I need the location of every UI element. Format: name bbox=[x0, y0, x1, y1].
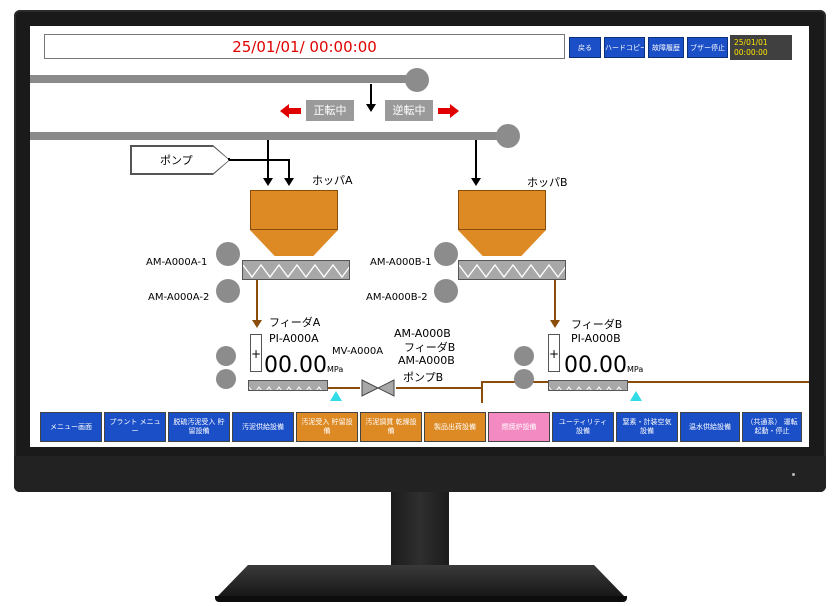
pressure-b-unit: MPa bbox=[626, 365, 644, 374]
hopper-b-cone bbox=[458, 230, 546, 256]
scada-screen: 25/01/01/ 00:00:00 戻る ハードコピー 故障履歴 ブザー停止 … bbox=[30, 26, 809, 447]
reverse-status[interactable]: 逆転中 bbox=[385, 100, 433, 121]
motor-a3-icon[interactable] bbox=[216, 346, 236, 366]
pipe-main-right bbox=[481, 381, 809, 383]
valve-icon[interactable] bbox=[360, 378, 396, 398]
monitor-neck bbox=[391, 492, 449, 574]
pump-label[interactable]: ポンプ bbox=[131, 146, 229, 174]
hopper-b[interactable] bbox=[458, 190, 546, 230]
motor-a2-icon[interactable] bbox=[216, 279, 240, 303]
nav-nitrogen-air[interactable]: 窒素・計装空気 設備 bbox=[616, 412, 678, 442]
monitor-stand-edge bbox=[215, 596, 627, 602]
nav-utility[interactable]: ユーティリティ 設備 bbox=[552, 412, 614, 442]
feeder-a-lower-screw[interactable] bbox=[248, 380, 328, 391]
nav-sludge-receiving[interactable]: 汚泥受入 貯留設備 bbox=[296, 412, 358, 442]
flow-indicator-b-icon bbox=[630, 391, 642, 401]
power-led-icon bbox=[792, 473, 795, 476]
am-b-top-label: AM-A000B bbox=[394, 327, 451, 340]
pressure-b-readout: 00.00MPa bbox=[564, 353, 643, 378]
nav-common-operation[interactable]: （共通系） 運転 起動・停止 bbox=[742, 412, 802, 442]
motor-a2-label: AM-A000A-2 bbox=[148, 292, 210, 303]
upper-conveyor bbox=[30, 75, 408, 83]
nav-product-shipping[interactable]: 製品出荷設備 bbox=[424, 412, 486, 442]
hopper-a-cone bbox=[250, 230, 338, 256]
forward-status[interactable]: 正転中 bbox=[306, 100, 354, 121]
feed-line-a2 bbox=[288, 159, 290, 180]
feeder-b-mid-label: フィーダB bbox=[404, 341, 456, 354]
feeder-b-drop-arrow-icon bbox=[550, 320, 560, 328]
pressure-a-unit: MPa bbox=[326, 365, 344, 374]
diverter-line bbox=[370, 84, 372, 106]
nav-furnace[interactable]: 燃焼炉設備 bbox=[488, 412, 550, 442]
feeder-a-drop-arrow-icon bbox=[252, 320, 262, 328]
pi-b-gauge[interactable]: + bbox=[548, 334, 560, 372]
hopper-b-label: ホッパB bbox=[527, 176, 568, 189]
hopper-a[interactable] bbox=[250, 190, 338, 230]
feeder-b-screw[interactable] bbox=[458, 260, 566, 280]
am-b-bottom-label: AM-A000B bbox=[398, 354, 455, 367]
feeder-b-drop-line bbox=[554, 280, 556, 322]
pressure-b-value: 00.00 bbox=[564, 353, 627, 378]
motor-b2-icon[interactable] bbox=[434, 279, 458, 303]
flow-indicator-a-icon bbox=[330, 391, 342, 401]
feed-line-b bbox=[475, 140, 477, 180]
forward-arrow-bar bbox=[289, 108, 301, 114]
diverter-arrow-icon bbox=[366, 104, 376, 112]
motor-a1-label: AM-A000A-1 bbox=[146, 257, 208, 268]
pipe-a-to-valve bbox=[328, 387, 360, 389]
hopper-a-label: ホッパA bbox=[312, 174, 353, 187]
nav-sludge-drying[interactable]: 汚泥調質 乾燥設備 bbox=[360, 412, 422, 442]
nav-hot-water[interactable]: 温水供給設備 bbox=[680, 412, 740, 442]
feed-arrow-b-icon bbox=[471, 178, 481, 186]
nav-desulf-sludge[interactable]: 脱硫汚泥受入 貯留設備 bbox=[168, 412, 230, 442]
pressure-a-value: 00.00 bbox=[264, 353, 327, 378]
back-button[interactable]: 戻る bbox=[569, 37, 601, 58]
feeder-b-lower-screw[interactable] bbox=[548, 380, 628, 391]
datetime-display: 25/01/01/ 00:00:00 bbox=[44, 34, 565, 59]
feeder-a-drop-line bbox=[256, 280, 258, 322]
hardcopy-button[interactable]: ハードコピー bbox=[604, 37, 645, 58]
reverse-arrow-icon bbox=[450, 104, 459, 118]
motor-b2-label: AM-A000B-2 bbox=[366, 292, 428, 303]
valve-label: MV-A000A bbox=[332, 346, 384, 357]
nav-sludge-supply[interactable]: 汚泥供給設備 bbox=[232, 412, 294, 442]
clock-date: 25/01/01 bbox=[734, 38, 768, 47]
pi-a-gauge[interactable]: + bbox=[250, 334, 262, 372]
pressure-a-readout: 00.00MPa bbox=[264, 353, 343, 378]
lower-conveyor-roller[interactable] bbox=[496, 124, 520, 148]
bottom-navigation: メニュー画面 プラント メニュー 脱硫汚泥受入 貯留設備 汚泥供給設備 汚泥受入… bbox=[40, 412, 802, 442]
fault-history-button[interactable]: 故障履歴 bbox=[648, 37, 684, 58]
motor-a1-icon[interactable] bbox=[216, 242, 240, 266]
feeder-b-label: フィーダB bbox=[571, 318, 623, 331]
feeder-a-screw[interactable] bbox=[242, 260, 350, 280]
pump-pipe bbox=[229, 159, 289, 161]
feed-arrow-a1-icon bbox=[263, 178, 273, 186]
pi-b-label: PI-A000B bbox=[571, 332, 621, 345]
forward-arrow-icon bbox=[280, 104, 289, 118]
pi-a-label: PI-A000A bbox=[269, 332, 319, 345]
monitor-stand bbox=[215, 565, 627, 599]
motor-b1-label: AM-A000B-1 bbox=[370, 257, 432, 268]
motor-b1-icon[interactable] bbox=[434, 242, 458, 266]
motor-b4-icon[interactable] bbox=[514, 369, 534, 389]
pipe-valve-to-b bbox=[396, 387, 481, 389]
motor-b3-icon[interactable] bbox=[514, 346, 534, 366]
upper-conveyor-roller[interactable] bbox=[405, 68, 429, 92]
feeder-a-label: フィーダA bbox=[269, 316, 321, 329]
clock-panel: 25/01/01 00:00:00 bbox=[730, 35, 792, 60]
pipe-riser bbox=[481, 381, 483, 403]
nav-plant-menu[interactable]: プラント メニュー bbox=[104, 412, 166, 442]
lower-conveyor bbox=[30, 132, 500, 140]
monitor-chin bbox=[14, 456, 826, 492]
nav-menu-screen[interactable]: メニュー画面 bbox=[40, 412, 102, 442]
motor-a4-icon[interactable] bbox=[216, 369, 236, 389]
reverse-arrow-bar bbox=[438, 108, 450, 114]
pump-b-label: ポンプB bbox=[403, 371, 444, 384]
buzzer-stop-button[interactable]: ブザー停止 bbox=[687, 37, 728, 58]
clock-time: 00:00:00 bbox=[734, 48, 768, 57]
feed-arrow-a2-icon bbox=[284, 178, 294, 186]
